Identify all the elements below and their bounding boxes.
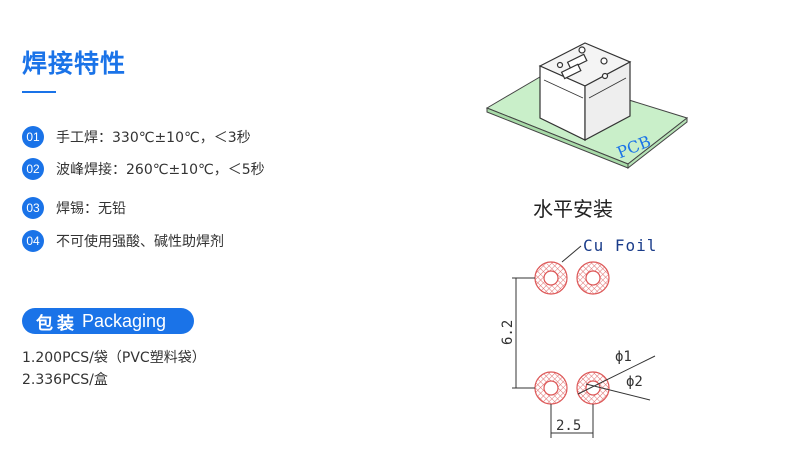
title-underline (22, 91, 56, 93)
solder-pads (534, 261, 610, 405)
dim-horizontal-label: 2.5 (556, 418, 581, 434)
pad-top-left (534, 261, 568, 295)
diameter-leaders (577, 355, 656, 401)
section-title: 焊接特性 (22, 49, 127, 78)
feature-text: 波峰焊接：260℃±10℃，＜5秒 (56, 162, 265, 178)
vertical-dimension (512, 277, 535, 389)
mount-label: 水平安装 (533, 197, 613, 221)
feature-item: 02 波峰焊接：260℃±10℃，＜5秒 (22, 158, 265, 180)
phi2-label: ϕ2 (626, 374, 643, 390)
feature-text: 焊锡：无铅 (56, 201, 126, 217)
feature-text: 不可使用强酸、碱性助焊剂 (56, 234, 224, 250)
feature-number-badge: 03 (22, 197, 44, 219)
packaging-badge: 包装 Packaging (22, 308, 194, 334)
horizontal-dimension (550, 404, 594, 438)
feature-item: 01 手工焊：330℃±10℃，＜3秒 (22, 126, 251, 148)
pad-bottom-left (534, 371, 568, 405)
packaging-line: 2.336PCS/盒 (22, 372, 108, 388)
feature-number-badge: 01 (22, 126, 44, 148)
dim-vertical-label: 6.2 (500, 320, 516, 345)
foil-label: Cu Foil (583, 236, 657, 255)
packaging-label-en: Packaging (82, 310, 167, 331)
phi1-label: ϕ1 (615, 349, 632, 365)
feature-text: 手工焊：330℃±10℃，＜3秒 (56, 130, 251, 146)
component-cube (538, 42, 632, 141)
feature-item: 03 焊锡：无铅 (22, 197, 126, 219)
feature-number-badge: 02 (22, 158, 44, 180)
pad-bottom-right (576, 371, 610, 405)
packaging-line: 1.200PCS/袋（PVC塑料袋） (22, 350, 206, 366)
foil-leader-line (561, 245, 582, 263)
packaging-label-cn: 包装 (36, 313, 78, 334)
pad-top-right (576, 261, 610, 295)
feature-number-badge: 04 (22, 230, 44, 252)
feature-item: 04 不可使用强酸、碱性助焊剂 (22, 230, 224, 252)
